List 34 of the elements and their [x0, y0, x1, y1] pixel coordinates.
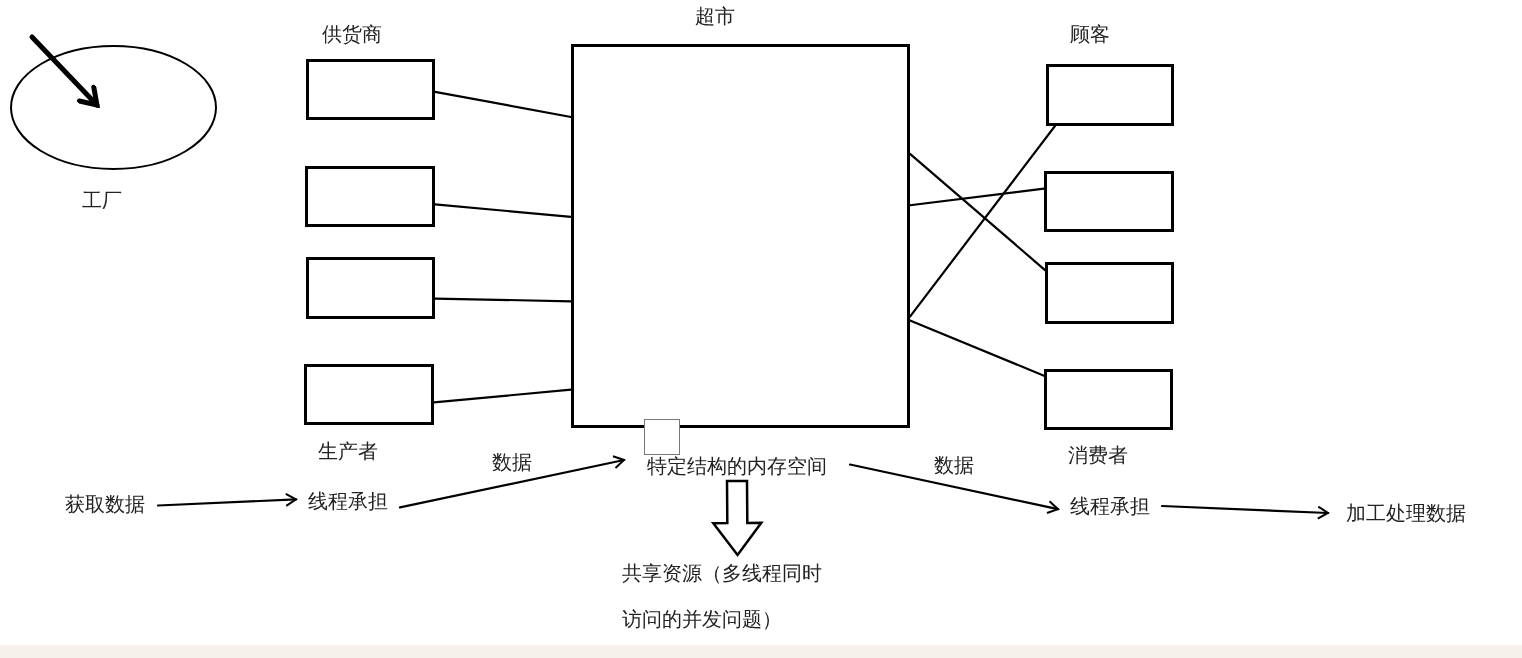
empty-box	[1044, 369, 1173, 430]
flow-text: 线程承担	[1058, 490, 1162, 522]
arrow	[848, 463, 1060, 514]
connector-line	[433, 90, 573, 119]
arrow	[398, 455, 626, 509]
arrow	[1160, 504, 1330, 520]
group-caption: 供货商	[322, 22, 382, 46]
group-caption: 顾客	[1070, 22, 1110, 46]
flow-text: 共享资源（多线程同时访问的并发问题）	[622, 555, 836, 637]
connector-line	[908, 319, 1046, 377]
node-label: 工厂	[81, 188, 122, 212]
arrow	[156, 492, 298, 507]
arrow	[29, 34, 100, 108]
node-title: 超市	[694, 4, 735, 30]
empty-box	[305, 166, 435, 227]
empty-box	[1044, 171, 1174, 232]
empty-box	[306, 257, 435, 319]
connector-line	[433, 297, 573, 303]
connector-line	[433, 203, 573, 218]
flow-text: 获取数据	[52, 489, 158, 519]
empty-box	[1045, 262, 1174, 324]
group-caption: 消费者	[1068, 443, 1128, 467]
flow-text: 加工处理数据	[1328, 497, 1484, 529]
empty-box	[306, 59, 435, 120]
connector-line	[908, 187, 1046, 207]
connector-line	[908, 152, 1047, 272]
flow-text: 线程承担	[296, 485, 400, 517]
connector-line	[908, 124, 1057, 318]
group-caption: 生产者	[318, 439, 378, 463]
hollow-block-arrow	[710, 479, 764, 558]
empty-box	[304, 364, 434, 425]
connector-line	[432, 388, 573, 404]
flow-text: 特定结构的内存空间	[624, 451, 850, 481]
empty-box	[1046, 64, 1174, 126]
